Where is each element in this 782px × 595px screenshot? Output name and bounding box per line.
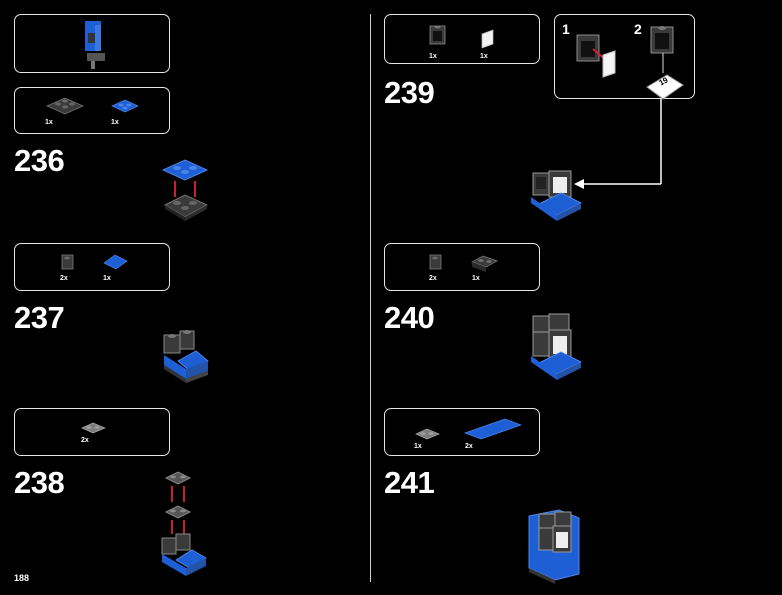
part-qty: 1x [414, 443, 422, 450]
assembly-illustration-241 [528, 509, 580, 584]
step-number-236: 236 [14, 143, 65, 178]
white-glass-pane-icon [481, 29, 494, 49]
window-with-sticker-icon [646, 26, 684, 100]
blue-tile-icon [463, 418, 523, 440]
parts-box-236: 1x 1x [14, 87, 170, 134]
previous-result-box [14, 14, 170, 73]
blue-slope-icon [103, 254, 128, 270]
parts-box-241: 1x 2x [384, 408, 540, 456]
step-number-239: 239 [384, 75, 435, 110]
callout-pointer-arrow [574, 99, 662, 189]
assembly-illustration-240 [531, 313, 583, 380]
gray-plate-icon [415, 428, 440, 440]
mini-build-icon [85, 21, 105, 69]
part-qty: 2x [60, 275, 68, 282]
assembly-illustration-239 [531, 170, 583, 221]
substep-callout-239: 1 2 19 [554, 14, 695, 100]
page-number: 188 [14, 573, 30, 583]
part-qty: 1x [472, 275, 480, 282]
part-qty: 1x [111, 119, 119, 126]
dark-bracket-icon [61, 254, 74, 270]
assembly-illustration-236 [161, 159, 209, 221]
dark-gray-plate-icon [46, 97, 84, 115]
part-qty: 1x [45, 119, 53, 126]
column-divider [370, 14, 371, 582]
dark-window-frame-icon [429, 25, 446, 45]
dark-bracket-icon [429, 254, 442, 270]
part-qty: 2x [429, 275, 437, 282]
part-qty: 1x [480, 53, 488, 60]
parts-box-238: 2x [14, 408, 170, 456]
frame-pane-insert-icon [576, 34, 616, 78]
part-qty: 2x [465, 443, 473, 450]
part-qty: 1x [429, 53, 437, 60]
parts-box-239: 1x 1x [384, 14, 540, 64]
step-number-237: 237 [14, 300, 65, 335]
parts-box-240: 2x 1x [384, 243, 540, 291]
part-qty: 1x [103, 275, 111, 282]
dark-brick-1x2-icon [471, 255, 498, 272]
step-number-240: 240 [384, 300, 435, 335]
blue-plate-icon [111, 99, 139, 113]
assembly-illustration-238 [161, 471, 207, 576]
gray-plate-icon [81, 422, 106, 434]
parts-box-237: 2x 1x [14, 243, 170, 291]
substep-number-2: 2 [634, 21, 642, 37]
step-number-241: 241 [384, 465, 435, 500]
step-number-238: 238 [14, 465, 65, 500]
part-qty: 2x [81, 437, 89, 444]
substep-number-1: 1 [562, 21, 570, 37]
assembly-illustration-237 [163, 330, 209, 383]
